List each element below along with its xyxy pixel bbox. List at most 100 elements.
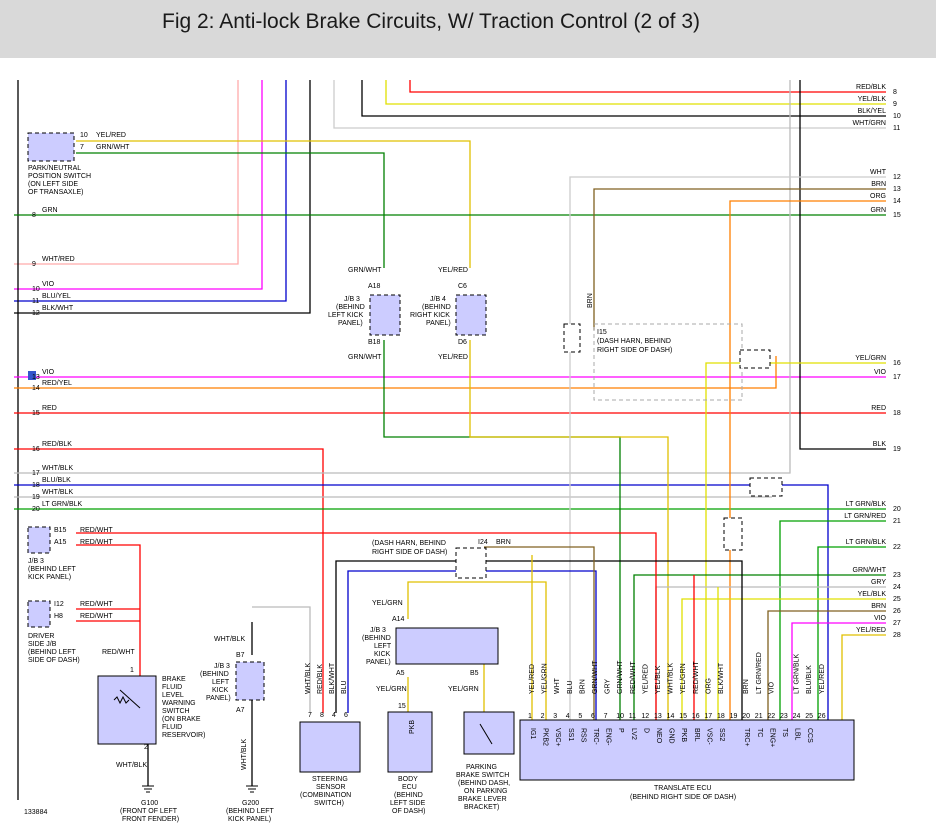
brake-label-0: BRAKE bbox=[162, 676, 186, 683]
park-neutral-switch bbox=[27, 132, 75, 162]
brake-label-1: FLUID bbox=[162, 684, 182, 691]
jb4-label-1: (BEHIND bbox=[422, 304, 451, 311]
right-terminal-label: GRN/WHT bbox=[853, 567, 887, 574]
jb3-left-pin-a: B15 bbox=[54, 527, 67, 534]
i15-label-0: (DASH HARN, BEHIND bbox=[597, 338, 671, 345]
right-terminal-num: 10 bbox=[893, 113, 901, 120]
right-terminal-label: RED bbox=[871, 405, 886, 412]
body-ecu-label-1: ECU bbox=[402, 784, 417, 791]
ecu-pin-wire: GRN/WHT bbox=[592, 660, 599, 694]
body-ecu-pin: 15 bbox=[398, 703, 406, 710]
ecu-pin-wire: BRN bbox=[579, 679, 586, 694]
right-terminal-label: LT GRN/RED bbox=[844, 513, 886, 520]
right-terminal-num: 8 bbox=[893, 89, 897, 96]
g200-label-1: KICK PANEL) bbox=[228, 816, 271, 823]
left-terminal-num: 16 bbox=[32, 446, 40, 453]
ecu-pin-name: D bbox=[642, 728, 649, 733]
jb3-a14-label-1: (BEHIND bbox=[362, 635, 391, 642]
pn-label-2: (ON LEFT SIDE bbox=[28, 181, 78, 188]
ecu-pin-wire: LT GRN/RED bbox=[756, 652, 763, 694]
brake-label-3: WARNING bbox=[162, 700, 196, 707]
body-ecu-label-2: (BEHIND bbox=[394, 792, 423, 799]
right-terminal-label: YEL/BLK bbox=[858, 96, 887, 103]
parking-label-1: BRAKE SWITCH bbox=[456, 772, 509, 779]
ecu-pin-name: PKB2 bbox=[542, 728, 549, 746]
jb3-a18-wire-bottom: GRN/WHT bbox=[348, 354, 382, 361]
steering-pin-0: 7 bbox=[308, 712, 312, 719]
steering-label-2: (COMBINATION bbox=[300, 792, 351, 799]
jb3-a14-pin-top: A14 bbox=[392, 616, 405, 623]
ecu-label-1: (BEHIND RIGHT SIDE OF DASH) bbox=[630, 794, 736, 801]
ecu-pin-num: 26 bbox=[818, 713, 826, 720]
ecu-pin-name: ENG- bbox=[605, 728, 612, 746]
left-terminal-label: RED/BLK bbox=[42, 441, 72, 448]
right-terminal-label: WHT/GRN bbox=[853, 120, 886, 127]
ecu-pin-num: 1 bbox=[528, 713, 532, 720]
jb4-label-2: RIGHT KICK bbox=[410, 312, 450, 319]
jb3-a18-pin-bottom: B18 bbox=[368, 339, 381, 346]
jb3-a14-box bbox=[395, 627, 499, 665]
ecu-pin-num: 13 bbox=[654, 713, 662, 720]
ecu-pin-wire: BLU bbox=[567, 680, 574, 694]
right-terminal-num: 9 bbox=[893, 101, 897, 108]
jb4-wire-bottom: YEL/RED bbox=[438, 354, 468, 361]
right-terminal-label: RED/BLK bbox=[856, 84, 886, 91]
left-terminal-label: WHT/BLK bbox=[42, 489, 73, 496]
jb3-a18-label-2: LEFT KICK bbox=[328, 312, 364, 319]
right-terminal-num: 14 bbox=[893, 198, 901, 205]
steering-pin-2: 4 bbox=[332, 712, 336, 719]
driver-jb-down-wire: RED/WHT bbox=[102, 649, 135, 656]
right-terminal-label: VIO bbox=[874, 615, 887, 622]
right-terminal-num: 11 bbox=[893, 125, 900, 132]
left-terminal-label: BLK/WHT bbox=[42, 305, 74, 312]
right-terminal-num: 18 bbox=[893, 410, 901, 417]
body-ecu-wire: YEL/GRN bbox=[376, 686, 407, 693]
ecu-pin-num: 18 bbox=[717, 713, 725, 720]
g100-name: G100 bbox=[141, 800, 158, 807]
translate-ecu-box bbox=[519, 719, 855, 781]
ecu-pin-num: 10 bbox=[616, 713, 624, 720]
ecu-pin-wire: YEL/GRN bbox=[680, 663, 687, 694]
jb3-a14-pin-bottom: A5 bbox=[396, 670, 405, 677]
i15-label-1: RIGHT SIDE OF DASH) bbox=[597, 347, 672, 354]
ecu-pin-num: 7 bbox=[604, 713, 608, 720]
right-terminal-num: 13 bbox=[893, 186, 901, 193]
ecu-pin-name: PKB bbox=[680, 728, 687, 742]
i15-connector bbox=[563, 323, 581, 353]
jb3-mid-label-1: (BEHIND bbox=[200, 671, 229, 678]
left-terminal-label: LT GRN/BLK bbox=[42, 501, 83, 508]
ecu-pin-wire: GRN/WHT bbox=[617, 660, 624, 694]
ecu-pin-wire: YEL/BLK bbox=[655, 665, 662, 694]
pn-label-1: POSITION SWITCH bbox=[28, 173, 91, 180]
right-terminal-label: YEL/GRN bbox=[855, 355, 886, 362]
ecu-pin-wire: YEL/RED bbox=[529, 664, 536, 694]
left-terminal-label: GRN bbox=[42, 207, 58, 214]
i24-label-0: (DASH HARN, BEHIND bbox=[372, 540, 446, 547]
ecu-pin-wire: BLU/BLK bbox=[806, 665, 813, 694]
ecu-pin-num: 4 bbox=[566, 713, 570, 720]
jb3-a14-label-3: KICK bbox=[374, 651, 391, 658]
body-ecu-pin-label: PKB bbox=[409, 720, 416, 734]
ecu-pin-name: VSC+ bbox=[554, 728, 561, 746]
steering-wire-3: BLU bbox=[341, 680, 348, 694]
ecu-pin-wire: YEL/RED bbox=[642, 664, 649, 694]
jb3-left-pin-b: A15 bbox=[54, 539, 67, 546]
right-terminal-num: 19 bbox=[893, 446, 901, 453]
brake-pin-bottom: 2 bbox=[144, 744, 148, 751]
brake-label-6: FLUID bbox=[162, 724, 182, 731]
brake-label-4: SWITCH bbox=[162, 708, 190, 715]
jb4-wire-top: YEL/RED bbox=[438, 267, 468, 274]
right-terminal-label: LT GRN/BLK bbox=[846, 539, 887, 546]
parking-brake-switch-box bbox=[463, 711, 515, 755]
jb3-a14-label-4: PANEL) bbox=[366, 659, 391, 666]
right-terminal-label: LT GRN/BLK bbox=[846, 501, 887, 508]
jb3-mid-label-0: J/B 3 bbox=[214, 663, 230, 670]
steering-sensor-box bbox=[299, 721, 361, 773]
right-terminal-label: YEL/RED bbox=[856, 627, 886, 634]
brake-switch-resistor bbox=[113, 695, 130, 705]
jb4-label-0: J/B 4 bbox=[430, 296, 446, 303]
jb3-a14-label-2: LEFT bbox=[374, 643, 392, 650]
body-ecu-label-4: OF DASH) bbox=[392, 808, 425, 815]
left-terminal-label: WHT/BLK bbox=[42, 465, 73, 472]
right-terminal-num: 26 bbox=[893, 608, 901, 615]
